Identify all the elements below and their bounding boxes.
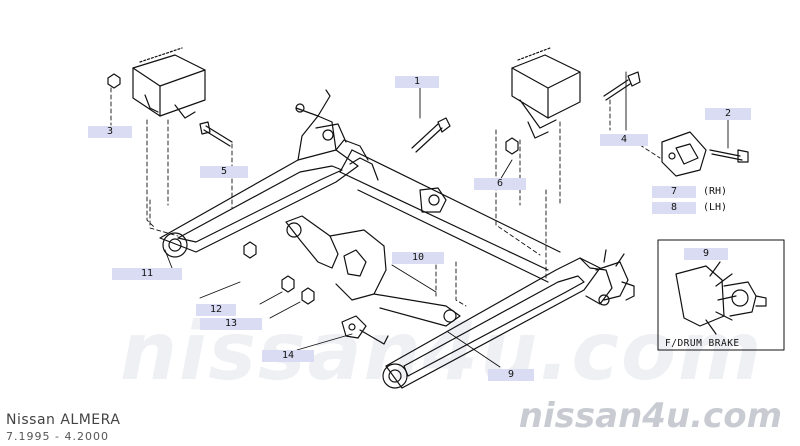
left-trailing-arm: [159, 89, 369, 258]
site-brand: nissan4u.com: [518, 396, 782, 436]
vehicle-model: Nissan ALMERA: [6, 412, 121, 428]
callout-part-12: 12: [196, 304, 236, 316]
drum-brake-inset: [657, 239, 785, 351]
callout-part-7: 7: [652, 186, 696, 198]
right-body-member: [511, 47, 581, 139]
left-body-member: [132, 47, 206, 119]
callout-part-14: 14: [262, 350, 314, 362]
callout-part-9: 9: [488, 369, 534, 381]
axle-beam: [339, 149, 561, 283]
rh-label: (RH): [703, 186, 728, 197]
callout-part-9-inset: 9: [684, 248, 728, 260]
callout-part-10: 10: [392, 252, 444, 264]
bracket-rh-lh: [661, 131, 707, 177]
alignment-lines: [110, 87, 661, 307]
callout-part-5: 5: [200, 166, 248, 178]
callout-part-6: 6: [474, 178, 526, 190]
callout-part-4: 4: [600, 134, 648, 146]
callout-part-1: 1: [395, 76, 439, 88]
lh-label: (LH): [703, 202, 728, 213]
fasteners: [107, 71, 749, 305]
callout-part-3: 3: [88, 126, 132, 138]
production-period: 7.1995 - 4.2000: [6, 430, 109, 443]
callout-part-13: 13: [200, 318, 262, 330]
panhard-bracket: [285, 215, 461, 345]
inset-caption: F/DRUM BRAKE: [665, 338, 740, 349]
callout-part-2: 2: [705, 108, 751, 120]
right-trailing-arm: [382, 249, 635, 389]
callout-part-8: 8: [652, 202, 696, 214]
callout-part-11: 11: [112, 268, 182, 280]
